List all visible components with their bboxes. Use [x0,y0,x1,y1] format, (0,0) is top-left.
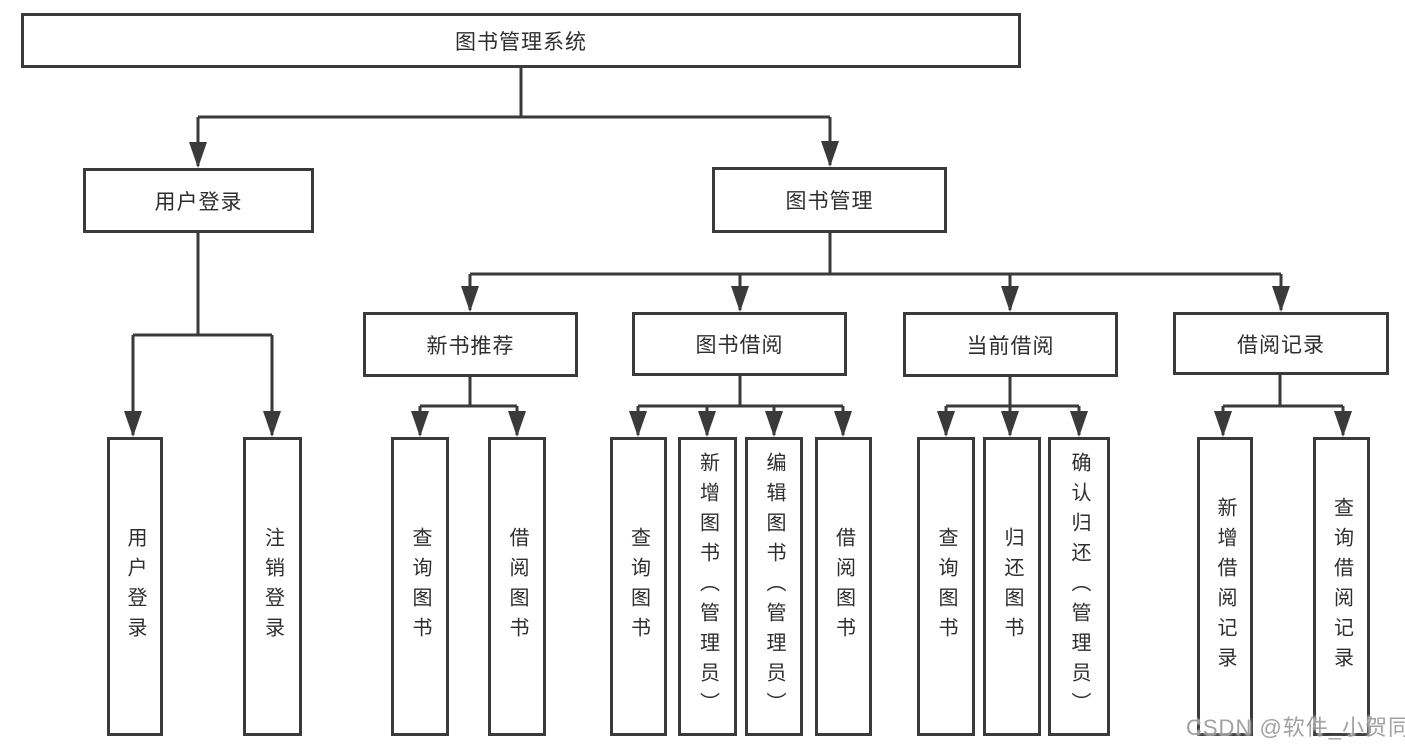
node-book-management-label: 图书管理 [785,190,874,213]
node-borrow-records-label: 借阅记录 [1237,333,1325,357]
leaf-borrow-borrow-book-label: 借阅图书 [832,526,855,647]
leaf-logout: 注销登录 [243,437,302,736]
leaf-current-query-book: 查询图书 [917,437,975,736]
leaf-record-query-record-label: 查询借阅记录 [1330,496,1353,677]
leaf-record-add-record-label: 新增借阅记录 [1214,496,1236,677]
arrowheads [124,141,1352,437]
leaf-user-login: 用户登录 [107,437,163,736]
leaf-borrow-add-book-admin: 新增图书（管理员） [678,437,737,736]
node-borrow-records: 借阅记录 [1173,312,1389,375]
leaf-current-confirm-return-admin: 确认归还（管理员） [1048,437,1110,736]
leaf-borrow-edit-book-admin-label: 编辑图书（管理员） [763,451,785,722]
leaf-newbook-query-book: 查询图书 [391,437,449,736]
leaf-newbook-borrow-book-label: 借阅图书 [506,526,528,647]
leaf-borrow-query-book: 查询图书 [610,437,667,736]
node-root-label: 图书管理系统 [455,30,587,54]
node-book-borrow: 图书借阅 [632,312,847,376]
leaf-user-login-label: 用户登录 [124,526,146,647]
leaf-newbook-query-book-label: 查询图书 [409,526,431,647]
leaf-logout-label: 注销登录 [261,526,284,647]
node-current-borrow-label: 当前借阅 [966,334,1055,358]
node-book-management: 图书管理 [712,167,947,233]
leaf-borrow-query-book-label: 查询图书 [627,526,650,647]
leaf-borrow-borrow-book: 借阅图书 [815,437,872,736]
leaf-borrow-edit-book-admin: 编辑图书（管理员） [745,437,803,736]
node-user-login: 用户登录 [83,168,314,233]
leaf-record-query-record: 查询借阅记录 [1313,437,1370,736]
csdn-watermark: CSDN @软件_小贺同学 [1186,715,1405,740]
node-new-book-recommend-label: 新书推荐 [426,334,515,358]
node-new-book-recommend: 新书推荐 [363,312,578,377]
leaf-current-return-book-label: 归还图书 [1001,526,1023,647]
leaf-newbook-borrow-book: 借阅图书 [488,437,546,736]
leaf-current-return-book: 归还图书 [983,437,1041,736]
node-book-borrow-label: 图书借阅 [695,334,784,357]
leaf-record-add-record: 新增借阅记录 [1197,437,1253,736]
node-user-login-label: 用户登录 [154,190,243,214]
node-root-system: 图书管理系统 [21,13,1021,68]
leaf-current-confirm-return-admin-label: 确认归还（管理员） [1068,451,1090,722]
leaf-borrow-add-book-admin-label: 新增图书（管理员） [696,451,719,722]
leaf-current-query-book-label: 查询图书 [935,526,957,647]
node-current-borrow: 当前借阅 [903,312,1118,377]
